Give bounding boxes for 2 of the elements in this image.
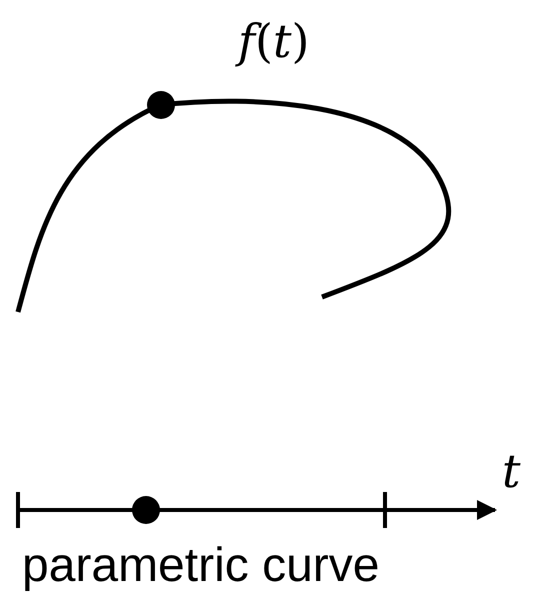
caption: parametric curve: [22, 542, 380, 590]
axis-label: t: [502, 448, 520, 494]
